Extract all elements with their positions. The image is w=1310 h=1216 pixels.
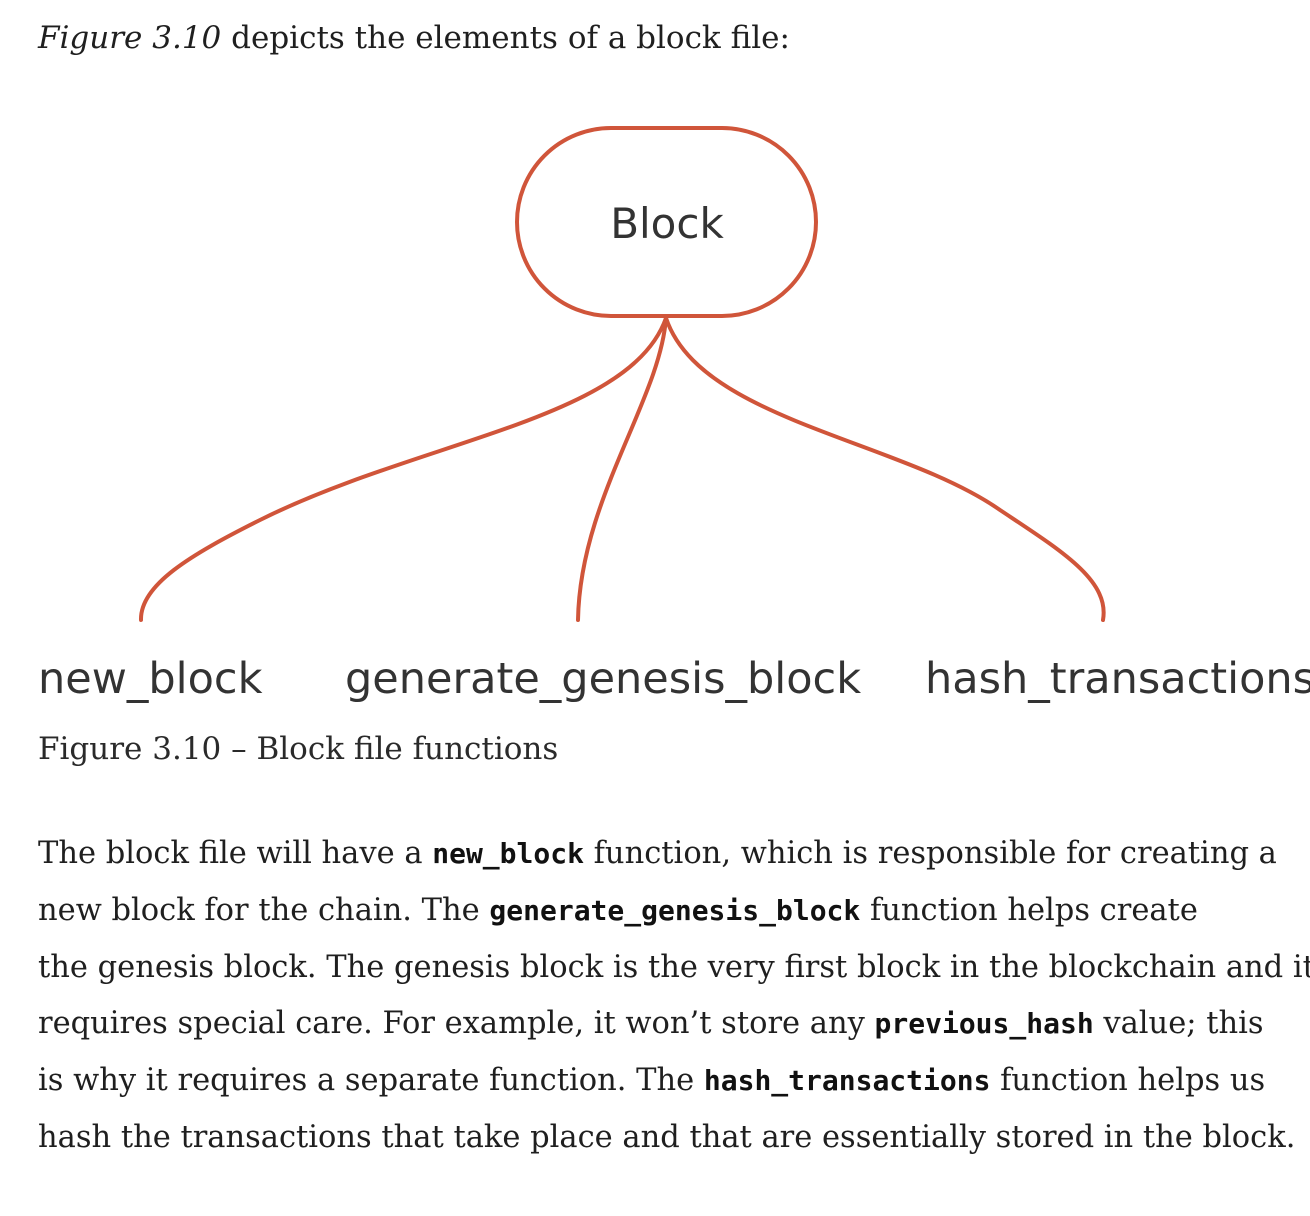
text-run: function helps us bbox=[990, 1063, 1266, 1099]
text-run: requires special care. For example, it w… bbox=[38, 1006, 875, 1042]
block-diagram: Block new_block generate_genesis_block h… bbox=[38, 126, 1310, 704]
child-label-hash-transactions: hash_transactions bbox=[925, 654, 1310, 704]
paragraph-line: requires special care. For example, it w… bbox=[38, 996, 1300, 1053]
paragraph-line: is why it requires a separate function. … bbox=[38, 1053, 1300, 1110]
intro-sentence: Figure 3.10 depicts the elements of a bl… bbox=[38, 14, 790, 62]
child-label-new-block: new_block bbox=[38, 654, 263, 704]
block-diagram-svg: Block new_block generate_genesis_block h… bbox=[38, 126, 1310, 704]
inline-code: hash_transactions bbox=[703, 1064, 991, 1098]
body-paragraph: The block file will have a new_block fun… bbox=[38, 826, 1310, 1167]
figure-reference: Figure 3.10 bbox=[38, 20, 222, 56]
edge-hash-transactions bbox=[664, 316, 1106, 622]
inline-code: generate_genesis_block bbox=[489, 893, 861, 927]
paragraph-line: the genesis block. The genesis block is … bbox=[38, 949, 1310, 985]
text-run: new block for the chain. The bbox=[38, 892, 490, 928]
intro-text: depicts the elements of a block file: bbox=[221, 20, 790, 56]
inline-code: previous_hash bbox=[874, 1007, 1094, 1041]
block-node bbox=[515, 126, 818, 318]
diagram-edges bbox=[138, 316, 1106, 622]
paragraph-line: The block file will have a new_block fun… bbox=[38, 826, 1300, 883]
text-run: function, which is responsible for creat… bbox=[583, 836, 1277, 871]
edge-generate-genesis-block bbox=[576, 316, 668, 622]
figure-caption: Figure 3.10 – Block file functions bbox=[38, 731, 559, 767]
text-run: value; this bbox=[1093, 1006, 1264, 1042]
child-label-generate-genesis-block: generate_genesis_block bbox=[345, 654, 861, 704]
text-run: function helps create bbox=[860, 892, 1198, 928]
block-node-label: Block bbox=[610, 199, 724, 248]
paragraph-line: hash the transactions that take place an… bbox=[38, 1119, 1296, 1155]
inline-code: new_block bbox=[432, 837, 584, 870]
text-run: is why it requires a separate function. … bbox=[38, 1063, 704, 1099]
edge-new-block bbox=[138, 316, 668, 622]
text-run: The block file will have a bbox=[38, 836, 433, 871]
paragraph-line: new block for the chain. The generate_ge… bbox=[38, 883, 1300, 940]
